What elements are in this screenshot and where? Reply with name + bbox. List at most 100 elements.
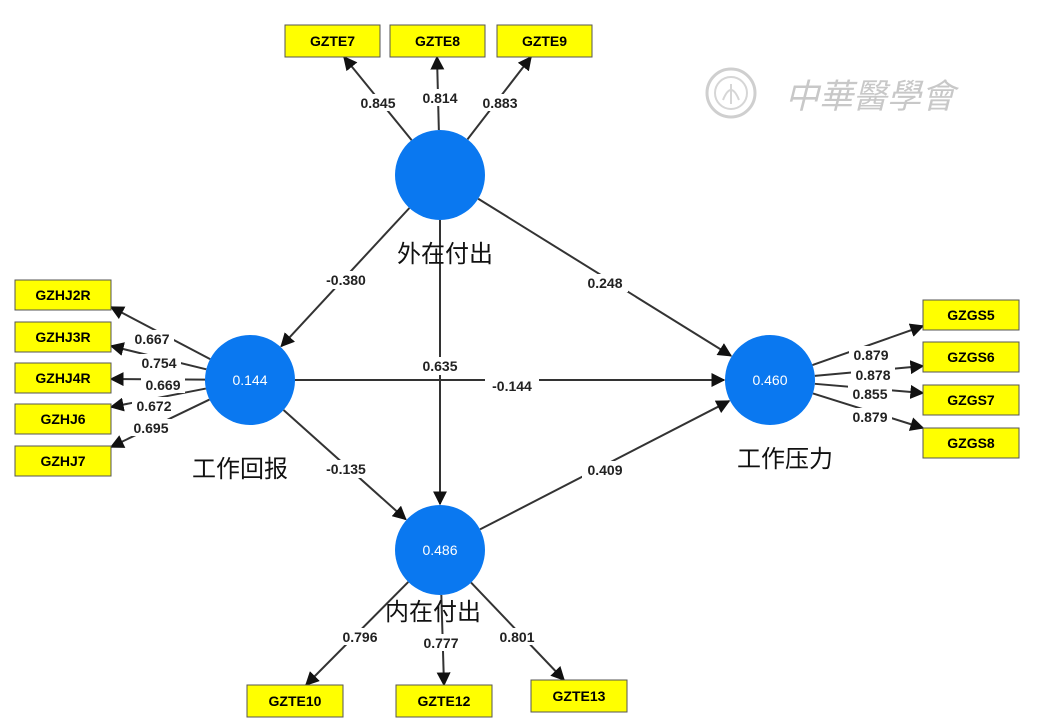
indicator-label: GZTE9	[522, 33, 567, 49]
loading-value: 0.879	[852, 409, 887, 425]
indicator-box	[14, 445, 112, 477]
loading-background	[851, 366, 895, 383]
indicator-box	[922, 299, 1020, 331]
indicator-gzgs8: GZGS8	[922, 427, 1020, 459]
indicator-label: GZTE8	[415, 33, 460, 49]
latent-circle	[395, 505, 485, 595]
latent-circle	[395, 130, 485, 220]
indicator-gzgs6: GZGS6	[922, 341, 1020, 373]
loading-background	[338, 628, 382, 645]
indicator-gzhj6: GZHJ6	[14, 403, 112, 435]
loading-value: 0.855	[852, 386, 887, 402]
latent-label: 内在付出	[385, 598, 481, 626]
indicator-box	[922, 427, 1020, 459]
latent-node-wzfc	[395, 130, 485, 220]
seal-icon	[705, 67, 757, 119]
path-coefficient-background	[582, 461, 628, 479]
loading-background	[478, 94, 522, 111]
watermark-text: 中華醫學會	[785, 77, 960, 117]
indicator-gzte13: GZTE13	[530, 679, 628, 713]
loading-background	[848, 408, 892, 425]
indicator-box	[284, 24, 381, 58]
path-coefficient: -0.380	[326, 272, 366, 288]
indicator-gzhj2r: GZHJ2R	[14, 279, 112, 311]
indicator-label: GZHJ2R	[35, 287, 90, 303]
loading-value: 0.878	[855, 367, 890, 383]
r-squared-value: 0.486	[422, 542, 457, 558]
latent-label: 工作回报	[192, 455, 288, 483]
latent-node-gzyl: 0.460	[725, 335, 815, 425]
indicator-box	[14, 321, 112, 353]
path-coefficient: -0.135	[326, 461, 366, 477]
indicator-gzhj3r: GZHJ3R	[14, 321, 112, 353]
loading-background	[848, 385, 892, 402]
indicator-gzte7: GZTE7	[284, 24, 381, 58]
watermark: 中華醫學會	[705, 67, 960, 119]
path-coefficient: 0.635	[422, 358, 457, 374]
indicator-label: GZHJ3R	[35, 329, 90, 345]
loading-background	[356, 94, 400, 111]
indicator-box	[922, 384, 1020, 416]
indicator-label: GZHJ7	[40, 453, 85, 469]
r-squared-value: 0.144	[232, 372, 267, 388]
indicator-label: GZTE12	[418, 693, 471, 709]
indicator-box	[922, 341, 1020, 373]
indicator-gzte10: GZTE10	[246, 684, 344, 718]
indicator-label: GZTE7	[310, 33, 355, 49]
loading-background	[132, 397, 176, 414]
loading-background	[129, 419, 173, 436]
loading-value: 0.777	[423, 635, 458, 651]
indicator-box	[14, 362, 112, 394]
indicator-box	[246, 684, 344, 718]
loading-value: 0.667	[134, 331, 169, 347]
latent-circle	[725, 335, 815, 425]
loading-value: 0.669	[145, 377, 180, 393]
loading-background	[141, 376, 185, 393]
loading-background	[495, 628, 539, 645]
indicator-label: GZHJ4R	[35, 370, 90, 386]
loading-background	[137, 354, 181, 371]
indicator-box	[530, 679, 628, 713]
latent-label: 外在付出	[397, 240, 493, 268]
loading-arrow-gzgs5	[812, 323, 925, 366]
latent-node-nzfc: 0.486	[395, 505, 485, 595]
loading-value: 0.883	[482, 95, 517, 111]
loading-background	[849, 346, 893, 363]
loading-value: 0.695	[133, 420, 168, 436]
indicator-label: GZTE10	[269, 693, 322, 709]
loading-background	[419, 634, 463, 651]
indicator-gzhj4r: GZHJ4R	[14, 362, 112, 394]
latent-label: 工作压力	[737, 445, 833, 473]
loading-background	[130, 330, 174, 347]
indicator-label: GZGS7	[947, 392, 995, 408]
indicator-label: GZGS6	[947, 349, 995, 365]
path-coefficient: 0.248	[587, 275, 622, 291]
indicator-box	[496, 24, 593, 58]
indicator-box	[14, 403, 112, 435]
loading-value: 0.672	[136, 398, 171, 414]
path-coefficient: 0.409	[587, 462, 622, 478]
loading-value: 0.845	[360, 95, 395, 111]
path-coefficient-background	[485, 377, 539, 395]
loading-value: 0.796	[342, 629, 377, 645]
path-coefficient: -0.144	[492, 378, 532, 394]
indicator-gzgs7: GZGS7	[922, 384, 1020, 416]
loading-value: 0.754	[141, 355, 176, 371]
loading-value: 0.879	[853, 347, 888, 363]
latent-circle	[205, 335, 295, 425]
labels-layer: -0.380 0.635 0.248 -0.144 -0.135 0.409 0.845 0.…	[129, 89, 895, 651]
path-coefficient-background	[417, 357, 463, 375]
indicator-gzgs5: GZGS5	[922, 299, 1020, 331]
loading-value: 0.801	[499, 629, 534, 645]
path-coefficient-background	[319, 460, 373, 478]
r-squared-value: 0.460	[752, 372, 787, 388]
indicator-box	[395, 684, 493, 718]
indicator-gzte12: GZTE12	[395, 684, 493, 718]
nodes-layer: 0.144 0.486 0.460	[205, 130, 815, 595]
indicator-label: GZTE13	[553, 688, 606, 704]
indicator-gzhj7: GZHJ7	[14, 445, 112, 477]
indicator-box	[14, 279, 112, 311]
indicator-gzte8: GZTE8	[389, 24, 486, 58]
